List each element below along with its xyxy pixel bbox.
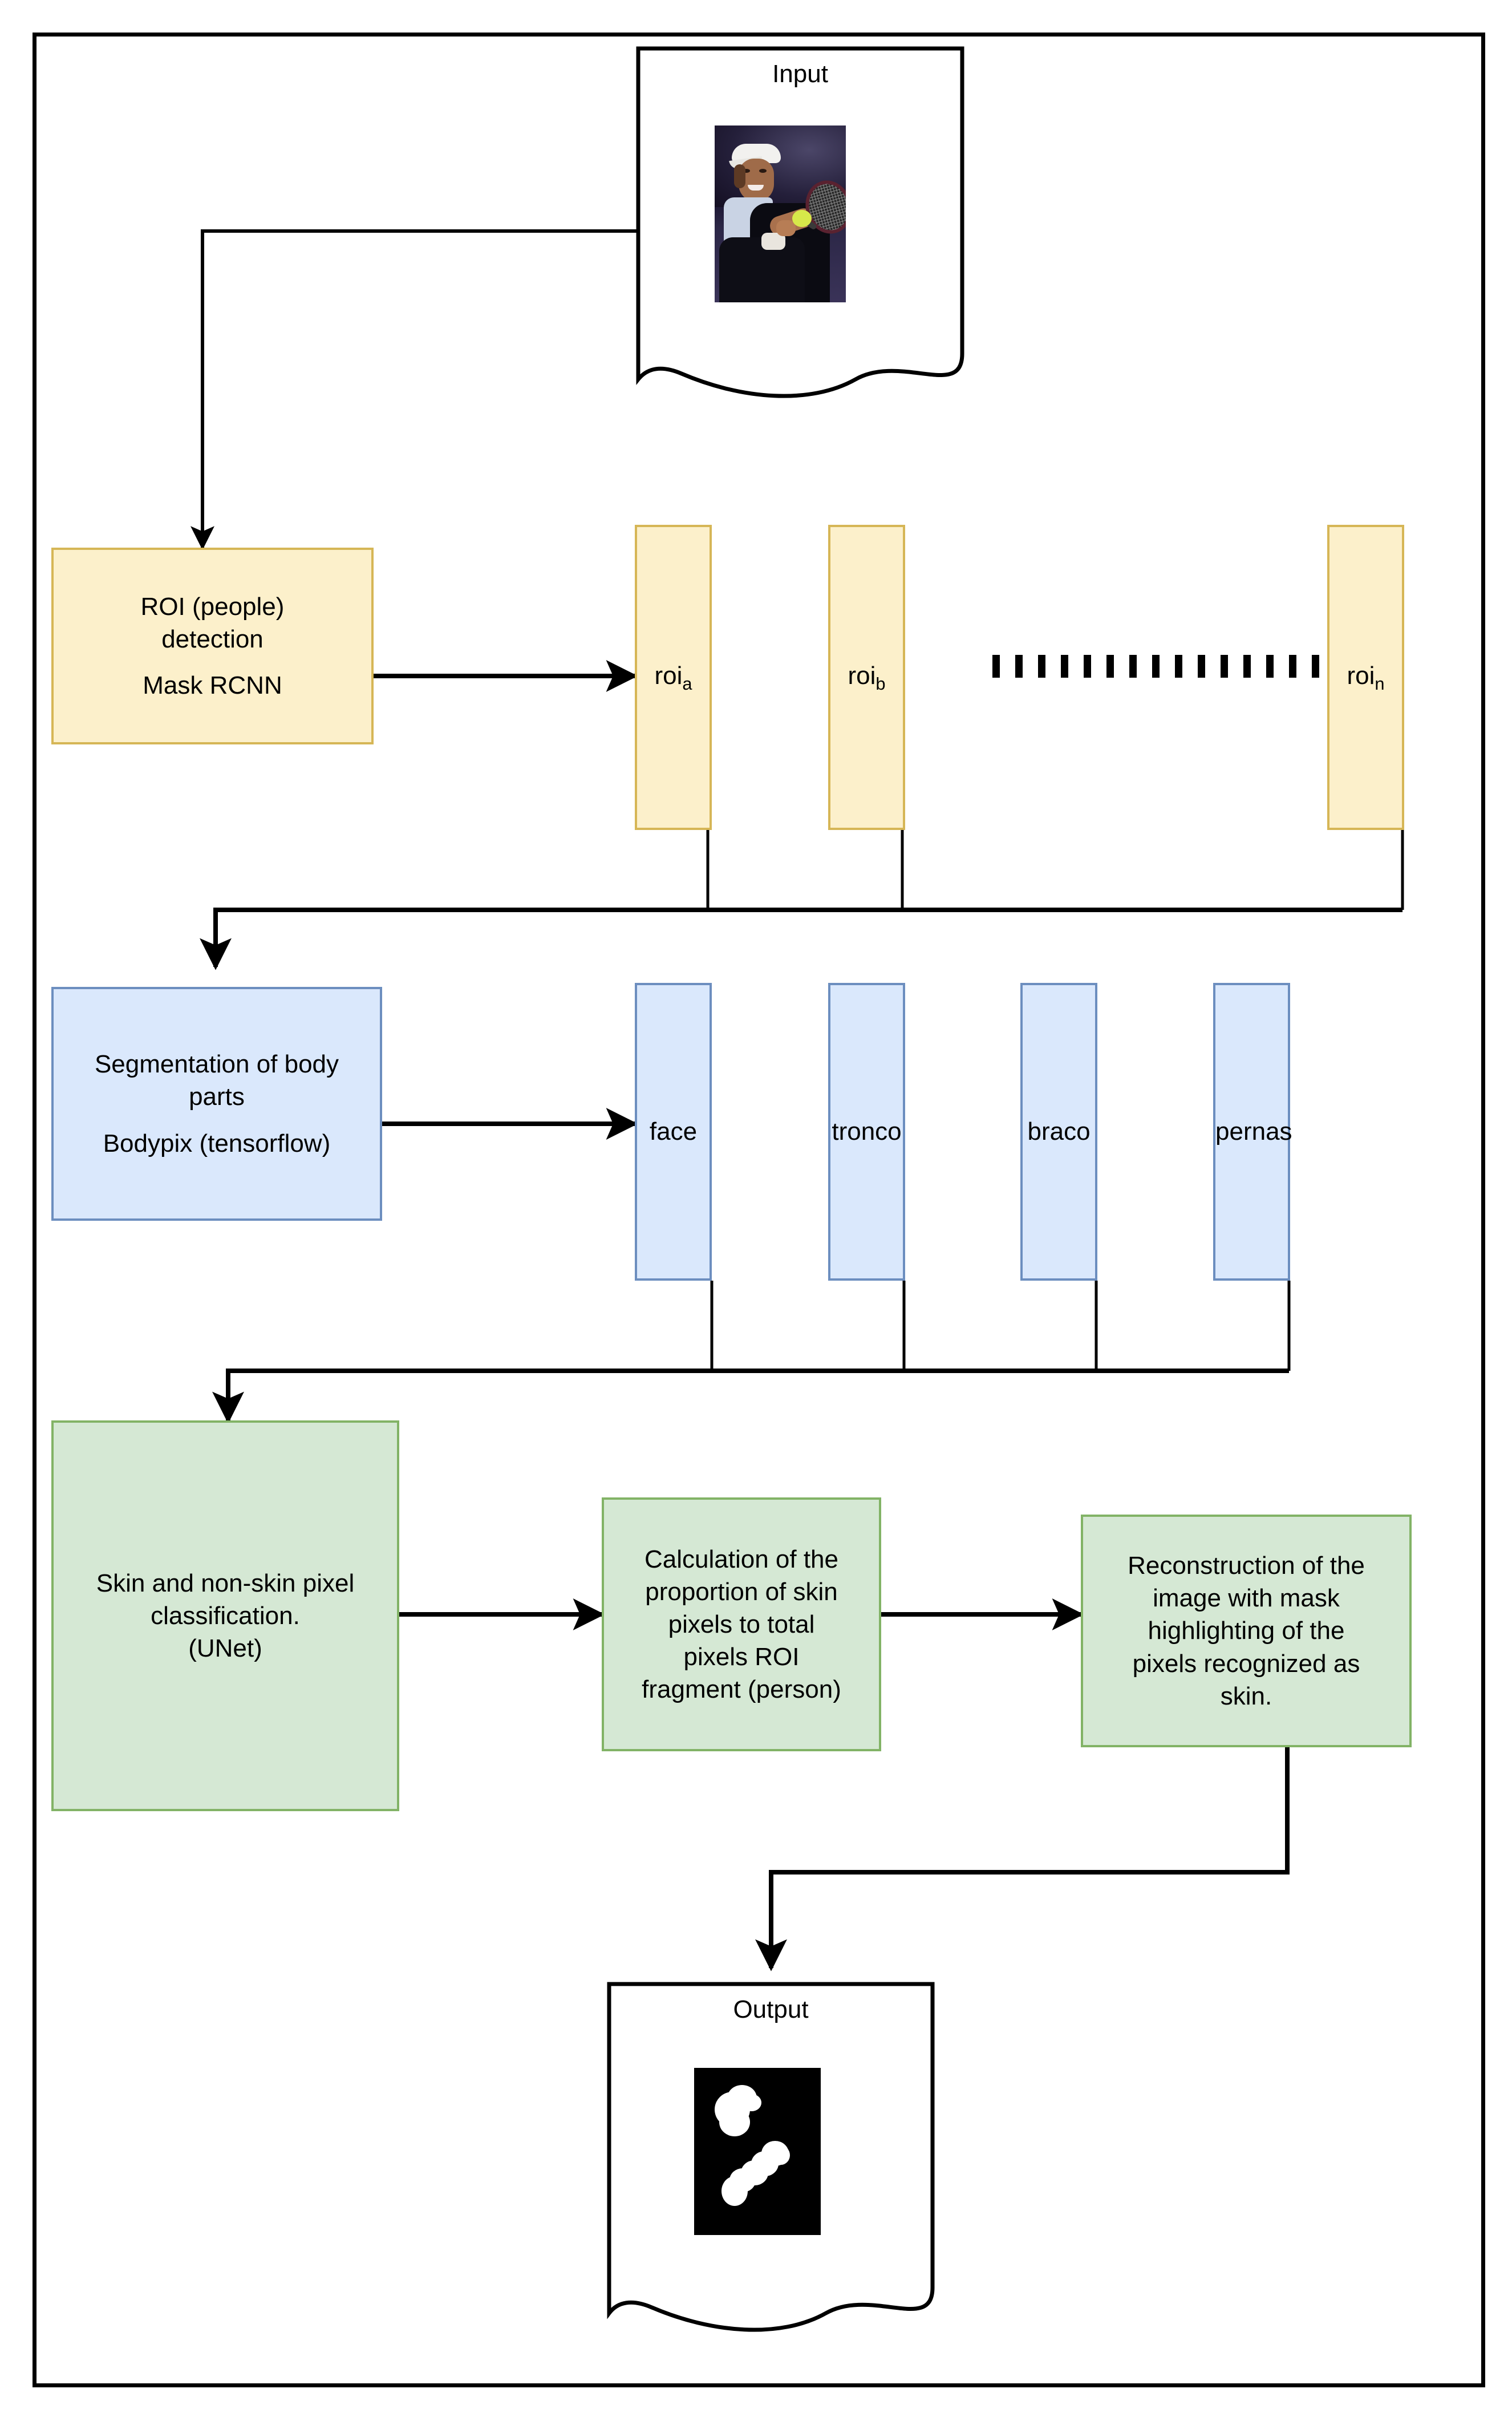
bodypart-face-label: face [649,1118,698,1146]
skin-classification-label: Skin and non-skin pixel classification. … [96,1569,355,1663]
bodypart-braco[interactable]: braco [1020,983,1097,1281]
segmentation-label: Segmentation of body parts Bodypix (tens… [94,1050,339,1157]
roi-item-a[interactable]: roia [635,525,712,830]
proportion-calculation-node[interactable]: Calculation of the proportion of skin pi… [602,1497,881,1751]
roi-item-b-label: roib [848,662,886,694]
roi-item-n-label: roin [1347,662,1385,694]
bodypart-pernas-label: pernas [1215,1118,1292,1146]
roi-item-n[interactable]: roin [1327,525,1404,830]
diagram-frame [33,33,1485,2387]
reconstruction-label: Reconstruction of the image with mask hi… [1128,1552,1365,1710]
input-label: Input [772,60,828,88]
bodypart-braco-label: braco [1027,1118,1091,1146]
roi-item-a-label: roia [654,662,692,694]
reconstruction-node[interactable]: Reconstruction of the image with mask hi… [1081,1515,1412,1747]
bodypart-face[interactable]: face [635,983,712,1281]
output-label: Output [733,1995,809,2023]
proportion-calculation-label: Calculation of the proportion of skin pi… [642,1545,841,1704]
roi-item-b[interactable]: roib [828,525,905,830]
roi-detection-node[interactable]: ROI (people) detection Mask RCNN [51,548,374,744]
roi-ellipsis [992,655,1323,678]
bodypart-pernas[interactable]: pernas [1213,983,1292,1281]
roi-detection-label: ROI (people) detection Mask RCNN [140,592,285,700]
bodypart-tronco[interactable]: tronco [828,983,905,1281]
skin-classification-node[interactable]: Skin and non-skin pixel classification. … [51,1420,399,1811]
output-mask-image [694,2068,821,2235]
bodypart-tronco-label: tronco [832,1118,902,1146]
segmentation-node[interactable]: Segmentation of body parts Bodypix (tens… [51,987,382,1221]
input-photo [715,125,846,302]
